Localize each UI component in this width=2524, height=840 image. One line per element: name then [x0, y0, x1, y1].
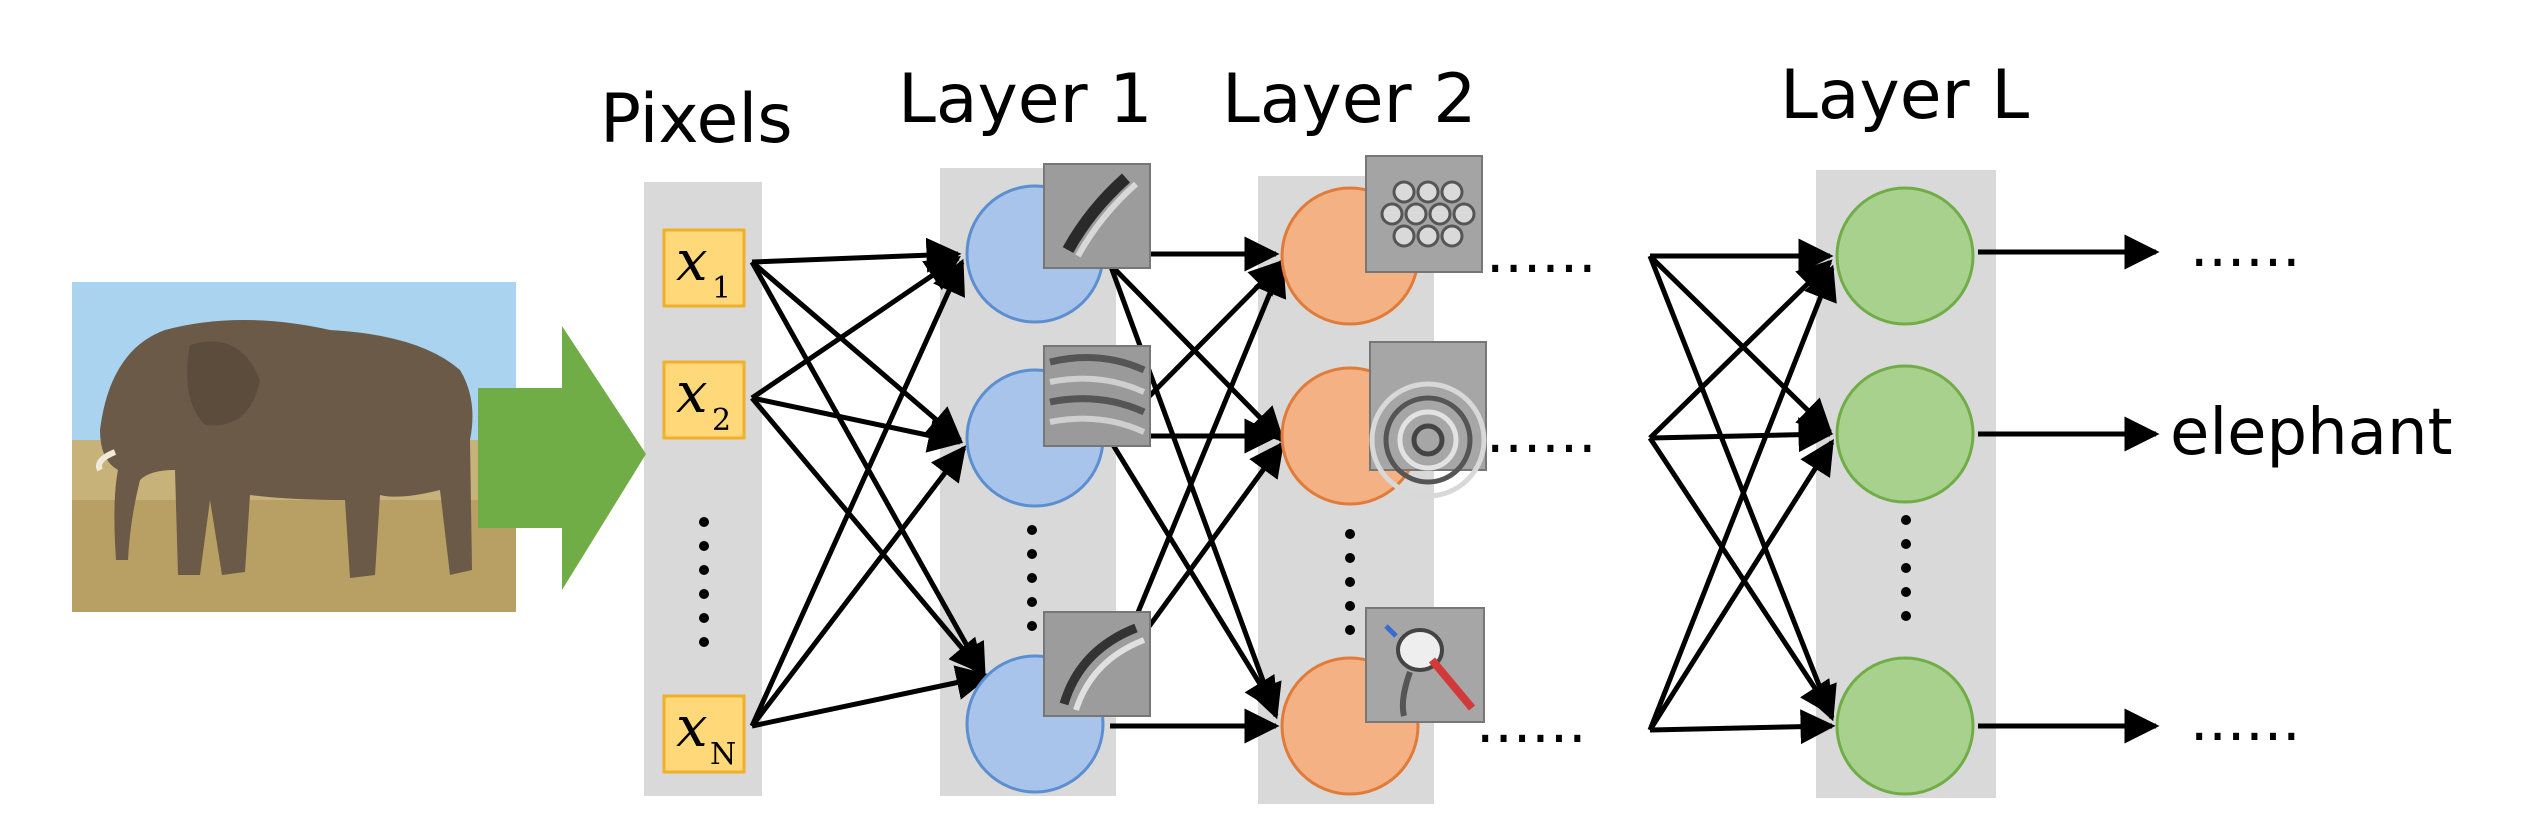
layerL-node: [1835, 656, 1975, 796]
layerL-node: [1835, 186, 1975, 326]
output-arrows: [1978, 234, 2160, 744]
output-label: elephant: [2170, 396, 2453, 470]
vertical-ellipsis: [699, 515, 1911, 647]
connections-layer1-layer2: [1098, 236, 1287, 744]
output-continuation-bottom: ......: [2190, 686, 2301, 754]
input-symbol: x: [676, 361, 708, 426]
input-index: N: [710, 737, 736, 772]
pixels-title: Pixels: [600, 80, 793, 159]
continuation-row2: ......: [1486, 398, 1597, 466]
layer1-title: Layer 1: [898, 60, 1152, 139]
layerL-nodes: [1835, 186, 1975, 796]
input-symbol: x: [676, 229, 708, 294]
input-arrow: [478, 326, 646, 590]
edge-patch: [1043, 163, 1151, 269]
input-symbol: x: [676, 695, 708, 760]
pixel-input-2: x 2: [662, 360, 746, 440]
input-index: 1: [712, 271, 731, 306]
bird-patch: [1365, 607, 1485, 723]
pixel-input-1: x 1: [662, 228, 746, 308]
input-index: 2: [712, 403, 731, 438]
connections-to-layerL: [1647, 238, 1837, 745]
layer2-title: Layer 2: [1222, 60, 1476, 139]
curve-patch: [1043, 611, 1151, 717]
continuation-row1: ......: [1486, 218, 1597, 286]
output-continuation-top: ......: [2190, 212, 2301, 280]
elephant-photo: [72, 282, 516, 612]
texture-patch: [1043, 345, 1151, 447]
continuation-row3: ......: [1476, 688, 1587, 756]
circles-patch: [1369, 341, 1487, 499]
pixel-input-n: x N: [662, 694, 746, 774]
connections-pixels-layer1: [749, 237, 992, 729]
layerL-title: Layer L: [1780, 56, 2029, 135]
honeycomb-patch: [1365, 155, 1483, 273]
layerL-node: [1835, 364, 1975, 504]
